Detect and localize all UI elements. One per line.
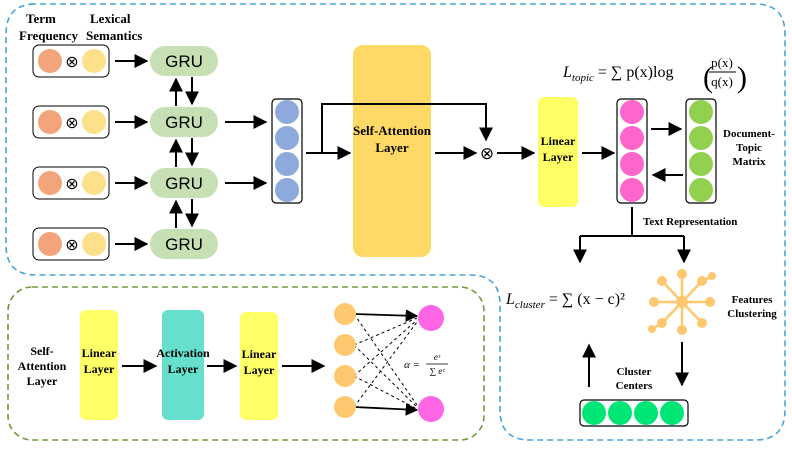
svg-text:GRU: GRU: [165, 52, 203, 71]
svg-text:Lcluster = ∑ (x − c)²: Lcluster = ∑ (x − c)²: [505, 291, 625, 311]
bottom-region-border: [7, 286, 485, 441]
lexical-semantics-circle: [82, 110, 106, 134]
svg-text:Layer: Layer: [244, 363, 275, 377]
document-topic-matrix: [685, 98, 717, 204]
term-frequency-label-2: Frequency: [19, 28, 78, 43]
svg-text:Layer: Layer: [375, 140, 408, 155]
svg-text:Ltopic = ∑ p(x)log: Ltopic = ∑ p(x)log: [562, 64, 673, 84]
otimes-symbol: ⊗: [65, 176, 78, 193]
text-representation-label: Text Representation: [643, 216, 737, 228]
document-topic-label-3: Matrix: [733, 156, 766, 168]
svg-text:eᶻ: eᶻ: [434, 352, 441, 362]
self-attention-layer: Self-Attention Layer: [353, 45, 432, 257]
hidden-state-vector: [271, 98, 303, 204]
svg-text:Activation: Activation: [156, 346, 210, 360]
paren-right: ): [737, 61, 747, 94]
gru-cell: GRU: [150, 46, 218, 76]
features-clustering-nodes: [648, 269, 716, 335]
topic-arrows: [651, 122, 683, 182]
lexical-semantics-circle: [82, 49, 106, 73]
input-arrows: [115, 54, 149, 251]
linear-layer-top: Linear Layer: [538, 97, 578, 207]
features-clustering-label: Features: [732, 294, 773, 306]
gru-output-arrows: [225, 115, 268, 190]
self-attention-detail-label-2: Attention: [18, 359, 67, 373]
activation-layer: Activation Layer: [156, 310, 210, 420]
term-frequency-circle: [38, 49, 62, 73]
otimes-merge-symbol: ⊗: [480, 144, 494, 163]
lexical-semantics-circle: [82, 232, 106, 256]
svg-text:Layer: Layer: [543, 150, 574, 164]
attention-output-nodes: [418, 305, 444, 422]
otimes-symbol: ⊗: [65, 237, 78, 254]
document-topic-label: Document-: [723, 128, 775, 140]
svg-text:Linear: Linear: [82, 346, 117, 360]
linear-layer-bottom-1: Linear Layer: [80, 310, 118, 420]
top-region-border: [5, 3, 786, 441]
svg-text:p(x): p(x): [711, 55, 733, 70]
svg-text:Linear: Linear: [242, 347, 277, 361]
svg-text:α =: α =: [404, 359, 420, 371]
cluster-centers-label: Cluster: [617, 366, 652, 378]
term-frequency-label: Term: [26, 11, 56, 26]
lexical-semantics-circle: [82, 171, 106, 195]
svg-text:GRU: GRU: [165, 113, 203, 132]
attention-input-nodes: [334, 303, 356, 418]
svg-text:q(x): q(x): [711, 74, 733, 89]
input-row-3: ⊗: [32, 166, 110, 200]
otimes-symbol: ⊗: [65, 115, 78, 132]
paren-left: (: [703, 61, 713, 94]
features-clustering-label-2: Clustering: [727, 308, 777, 320]
cluster-loss-formula: Lcluster = ∑ (x − c)²: [505, 291, 625, 311]
term-frequency-circle: [38, 110, 62, 134]
svg-text:Layer: Layer: [84, 362, 115, 376]
otimes-symbol: ⊗: [65, 54, 78, 71]
gru-cell: GRU: [150, 168, 218, 198]
self-attention-detail-label: Self-: [30, 344, 53, 358]
term-frequency-circle: [38, 171, 62, 195]
input-row-2: ⊗: [32, 105, 110, 139]
cluster-arrows: [582, 342, 689, 387]
svg-text:∑ eᶻ: ∑ eᶻ: [430, 366, 446, 376]
split-arrows: [573, 207, 691, 264]
attention-weights-edges: [353, 309, 419, 416]
svg-text:Linear: Linear: [541, 134, 576, 148]
document-topic-label-2: Topic: [736, 142, 762, 154]
input-row-4: ⊗: [32, 227, 110, 261]
lexical-semantics-label: Lexical: [90, 11, 131, 26]
input-row-1: ⊗: [32, 44, 110, 78]
gru-vertical-arrows: [169, 77, 199, 228]
softmax-formula: α = eᶻ ∑ eᶻ: [404, 352, 448, 376]
svg-text:GRU: GRU: [165, 235, 203, 254]
svg-text:Layer: Layer: [168, 362, 199, 376]
text-representation-vector: [616, 98, 648, 204]
svg-text:GRU: GRU: [165, 174, 203, 193]
cluster-centers-label-2: Centers: [616, 380, 653, 392]
linear-layer-bottom-2: Linear Layer: [240, 312, 278, 420]
lexical-semantics-label-2: Semantics: [86, 28, 142, 43]
attention-arrows: [306, 103, 536, 160]
term-frequency-circle: [38, 232, 62, 256]
gru-cell: GRU: [150, 229, 218, 259]
cluster-centers-vector: [579, 399, 689, 427]
gru-cell: GRU: [150, 107, 218, 137]
self-attention-detail-label-3: Layer: [27, 374, 58, 388]
topic-loss-formula: Ltopic = ∑ p(x)log ( p(x) q(x) ): [562, 55, 747, 94]
svg-text:Self-Attention: Self-Attention: [353, 123, 432, 138]
